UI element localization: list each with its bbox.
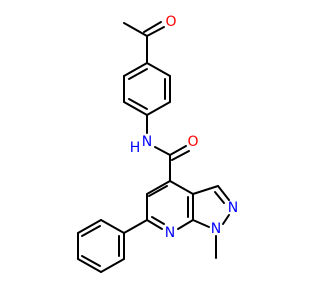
bond-aryl-6-1 (123, 62, 148, 77)
bond-phenyl-4-5-inner (81, 255, 101, 267)
bond-n2-n1 (222, 214, 230, 225)
bond-methyl-carbonyl (123, 22, 148, 37)
bond-phenyl-1-2 (100, 219, 125, 234)
bond-phenyl-5-6 (100, 258, 125, 273)
bond-n1-c7a (192, 219, 210, 228)
bond-c6-n7 (146, 219, 163, 230)
atom-pyridine-n: N (165, 225, 175, 241)
bond-c6-phenyl (123, 219, 148, 234)
atom-pyrazole-n1: N (211, 221, 221, 237)
bonds (77, 21, 230, 273)
atom-amide-hydrogen: H (130, 140, 141, 156)
bond-c4-c5 (146, 180, 171, 195)
bond-phenyl-2-3-inner (81, 225, 101, 237)
atom-amide-oxygen: O (187, 134, 198, 150)
molecule-structure: O H N O N N N (77, 14, 239, 273)
atom-labels: O H N O N N N (130, 14, 239, 241)
bond-phenyl-4-5 (77, 258, 102, 273)
atom-oxygen-acetyl: O (165, 14, 176, 30)
bond-c3-n2 (217, 185, 230, 201)
bond-aryl-3-4 (146, 101, 171, 116)
bond-carbonyl-oxygen (146, 26, 165, 37)
bond-c3-n2-inner (214, 191, 225, 204)
bond-amide-nitrogen-carbon (154, 146, 171, 156)
bond-aryl-1-2 (146, 62, 171, 77)
bond-carbonyl-oxygen-double (143, 21, 162, 33)
bond-aryl-4-5-inner (128, 98, 148, 110)
bond-c6-n7-inner (151, 216, 165, 225)
bond-c3a-c3 (192, 185, 219, 195)
bond-c3a-c4 (169, 180, 194, 195)
bond-amide-carbon-oxygen (169, 145, 187, 156)
bond-c4-c5-inner (148, 185, 168, 197)
bond-aryl-6-1-inner (128, 68, 148, 80)
bond-n7-c7a (177, 219, 194, 230)
bond-amide-carbon-oxygen-double (171, 150, 190, 161)
bond-aryl-4-5 (123, 101, 148, 116)
atom-amide-nitrogen: N (142, 134, 152, 150)
atom-pyrazole-n2: N (228, 200, 238, 216)
bond-phenyl-2-3 (77, 219, 102, 234)
